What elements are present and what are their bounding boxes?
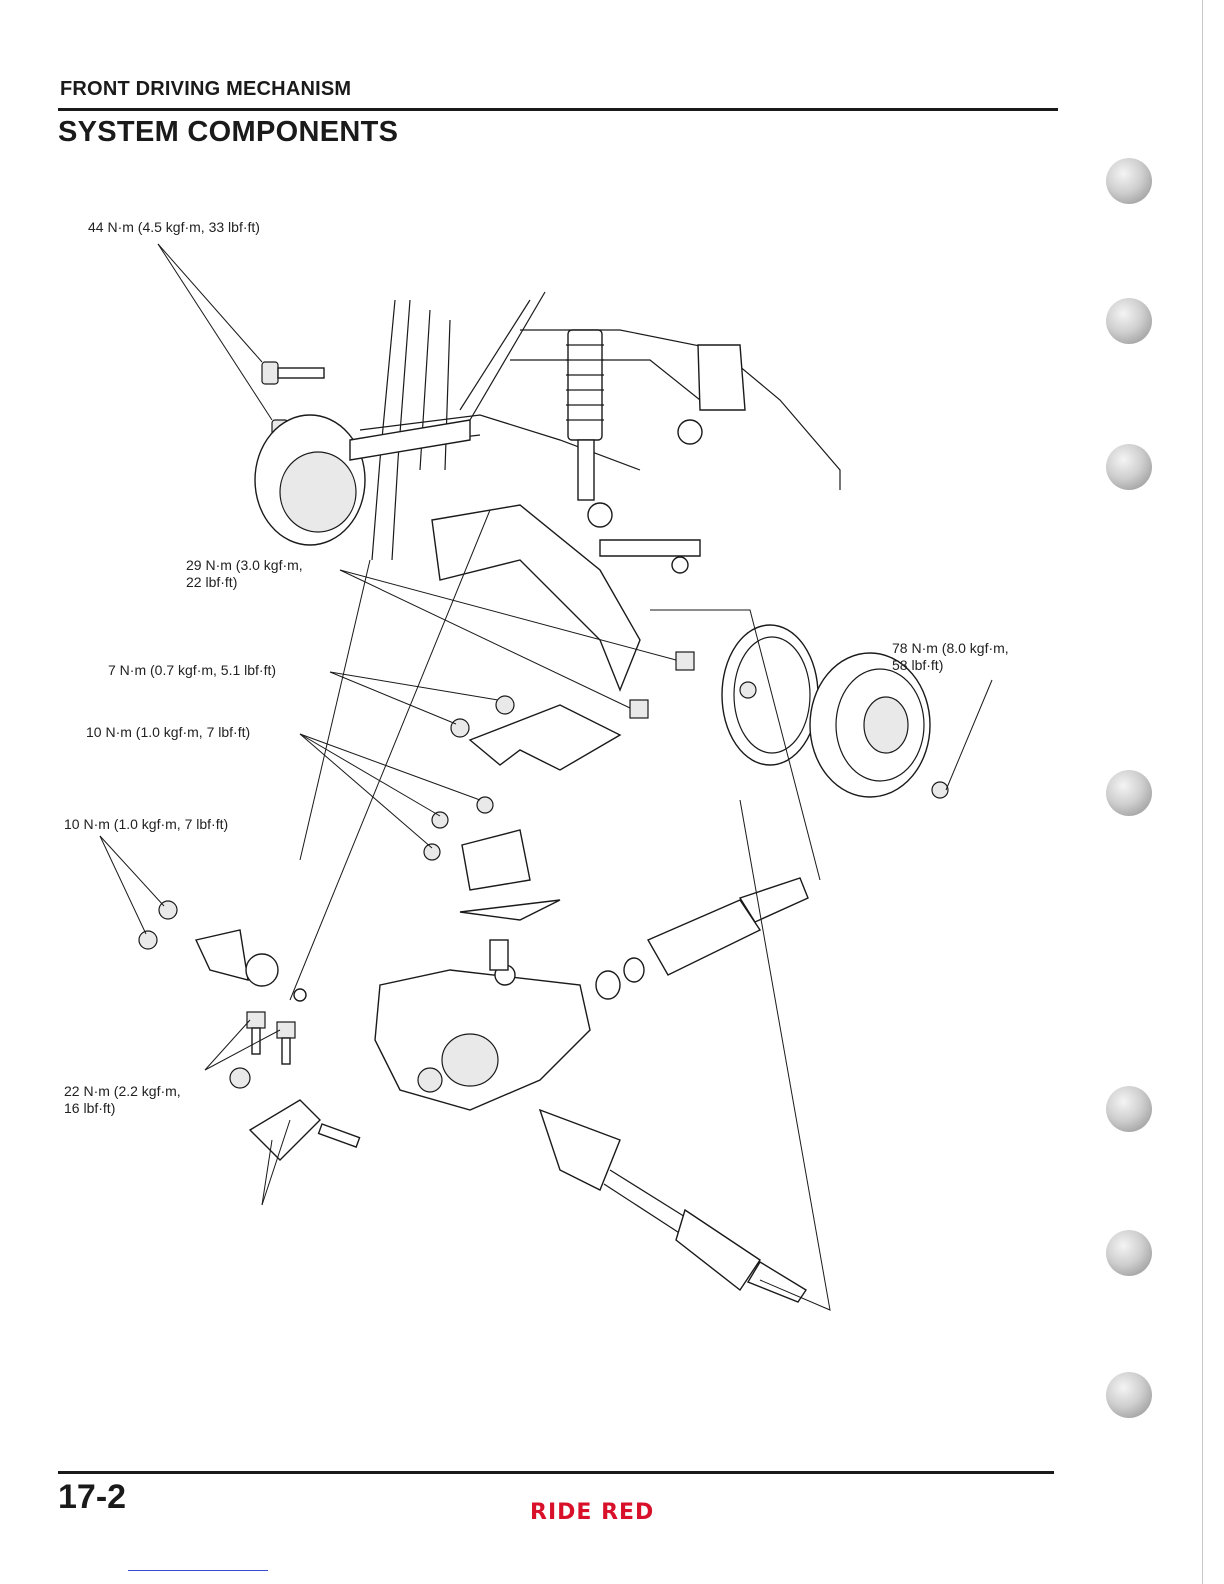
callout-text: 10 N·m (1.0 kgf·m, 7 lbf·ft): [86, 724, 250, 741]
callout-text: 7 N·m (0.7 kgf·m, 5.1 lbf·ft): [108, 662, 276, 679]
case-mount-bolts: [230, 1012, 360, 1160]
thumb-tab: [1106, 444, 1152, 490]
page-number: 17-2: [58, 1478, 126, 1517]
torque-callout-upper-bolts: 44 N·m (4.5 kgf·m, 33 lbf·ft): [88, 219, 260, 236]
drive-shaft-lower: [540, 1110, 806, 1302]
tie-rod: [600, 345, 745, 573]
callout-text: 22 lbf·ft): [186, 574, 303, 591]
callout-text: 44 N·m (4.5 kgf·m, 33 lbf·ft): [88, 219, 260, 236]
thumb-tab: [1106, 1230, 1152, 1276]
final-gear-case: [375, 940, 590, 1110]
brand-logo: RIDE RED: [530, 1500, 654, 1525]
callout-text: 29 N·m (3.0 kgf·m,: [186, 557, 303, 574]
thumb-tab: [1106, 298, 1152, 344]
lower-left-bolts: [139, 901, 306, 1001]
castle-nuts: [630, 652, 694, 718]
torque-callout-sensor-bolts: 7 N·m (0.7 kgf·m, 5.1 lbf·ft): [108, 662, 276, 679]
drive-shaft-right: [596, 878, 808, 999]
callout-text: 10 N·m (1.0 kgf·m, 7 lbf·ft): [64, 816, 228, 833]
footer-rule: [58, 1471, 1054, 1474]
brake-panel: [722, 625, 818, 765]
bottom-link-underline[interactable]: [128, 1570, 268, 1571]
torque-callout-tie-rod-nut: 29 N·m (3.0 kgf·m, 22 lbf·ft): [186, 557, 303, 591]
callout-text: 16 lbf·ft): [64, 1100, 181, 1117]
bracket-plate: [350, 420, 640, 690]
torque-callout-lower-bolts: 10 N·m (1.0 kgf·m, 7 lbf·ft): [64, 816, 228, 833]
sensor-bracket: [424, 696, 620, 920]
brake-drum: [810, 653, 948, 798]
callout-text: 78 N·m (8.0 kgf·m,: [892, 640, 1009, 657]
callout-text: 58 lbf·ft): [892, 657, 1009, 674]
front-housing: [255, 415, 365, 545]
torque-callout-axle-nut: 78 N·m (8.0 kgf·m, 58 lbf·ft): [892, 640, 1009, 674]
torque-callout-bracket-bolts: 10 N·m (1.0 kgf·m, 7 lbf·ft): [86, 724, 250, 741]
thumb-tab: [1106, 158, 1152, 204]
torque-callout-case-mount: 22 N·m (2.2 kgf·m, 16 lbf·ft): [64, 1083, 181, 1117]
thumb-tab: [1106, 1372, 1152, 1418]
thumb-tab: [1106, 770, 1152, 816]
callout-text: 22 N·m (2.2 kgf·m,: [64, 1083, 181, 1100]
page-edge: [1202, 0, 1203, 1584]
thumb-tab: [1106, 1086, 1152, 1132]
